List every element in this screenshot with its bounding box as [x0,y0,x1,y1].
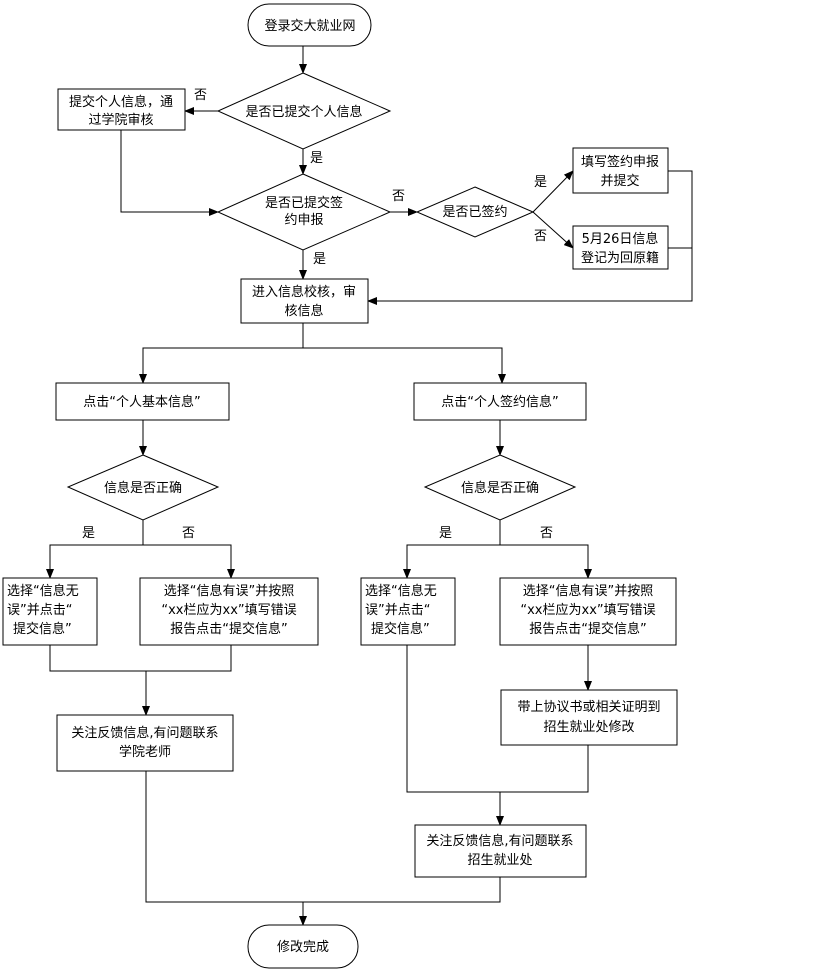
box-follow-college-line: 学院老师 [119,744,171,760]
decision-sign-submitted [216,173,392,251]
box-submit-info [57,88,186,131]
box-err-right-line: 报告点击“提交信息” [529,621,646,637]
box-fill-sign [572,147,669,194]
label-yes-2: 是 [313,252,326,267]
box-submit-info-line: 提交个人信息，通 [69,94,173,110]
decision-left-correct [66,454,220,521]
box-click-sign-text: 点击“个人签约信息” [441,394,558,410]
label-yes-3: 是 [534,175,547,190]
box-bring-docs [500,689,678,746]
start-terminal [247,3,372,47]
box-click-sign [413,382,587,421]
box-follow-office [414,824,587,878]
box-register-home-line: 登记为回原籍 [581,250,659,266]
box-err-right [499,577,677,646]
box-ok-right-line: 提交信息” [371,621,430,637]
box-follow-office-line: 关注反馈信息,有问题联系 [426,833,573,849]
decision-left-text: 信息是否正确 [104,480,182,496]
box-ok-left-line: 误”并点击“ [7,603,72,618]
label-yes-left: 是 [82,526,95,541]
decision-sign-submitted-line: 约申报 [284,213,323,228]
box-follow-college-line: 关注反馈信息,有问题联系 [71,725,218,741]
decision-sign-submitted-line: 是否已提交签 [265,195,343,211]
label-no-1: 否 [194,88,207,103]
box-err-left-line: 选择“信息有误”并按照 [164,583,294,599]
box-ok-left-line: 提交信息” [13,621,72,637]
box-ok-left-line: 选择“信息无 [7,583,79,599]
label-no-3: 否 [534,229,547,244]
box-fill-sign-line: 并提交 [600,173,639,189]
decision-signed [415,186,535,238]
decision-right-text: 信息是否正确 [461,480,539,496]
decision-info-submitted [216,72,392,150]
box-err-left [139,577,319,646]
box-click-basic-text: 点击“个人基本信息” [83,394,200,410]
label-yes-right: 是 [439,526,452,541]
box-submit-info-line: 过学院审核 [88,112,153,128]
decision-right-correct [423,454,577,521]
box-follow-office-line: 招生就业处 [467,853,532,868]
box-click-basic [55,382,230,421]
box-ok-left [2,577,98,646]
box-err-right-line: “xx栏应为xx”填写错误 [520,602,655,618]
connectors [46,45,693,926]
end-terminal [247,924,359,969]
decision-info-submitted-text: 是否已提交个人信息 [245,104,362,120]
label-yes-1: 是 [310,151,323,166]
label-no-2: 否 [392,189,405,204]
box-err-left-line: 报告点击“提交信息” [170,621,287,637]
box-verify-line: 进入信息校核，审 [252,284,356,300]
box-bring-docs-line: 招生就业处修改 [543,720,634,735]
end-text: 修改完成 [277,940,329,955]
label-no-left: 否 [182,526,195,541]
box-register-home-line: 5月26日信息 [582,231,659,247]
label-no-right: 否 [540,526,553,541]
start-text: 登录交大就业网 [264,18,355,34]
box-err-left-line: “xx栏应为xx”填写错误 [161,602,296,618]
box-ok-right-line: 选择“信息无 [365,583,437,599]
box-register-home [572,225,669,270]
decision-signed-text: 是否已签约 [442,204,507,220]
box-ok-right-line: 误”并点击“ [365,603,430,618]
box-follow-college [56,714,234,772]
box-verify [240,278,369,324]
box-bring-docs-line: 带上协议书或相关证明到 [517,700,660,715]
box-verify-line: 核信息 [284,303,323,319]
box-fill-sign-line: 填写签约申报 [581,154,659,170]
box-ok-right [360,577,456,646]
box-err-right-line: 选择“信息有误”并按照 [523,583,653,599]
